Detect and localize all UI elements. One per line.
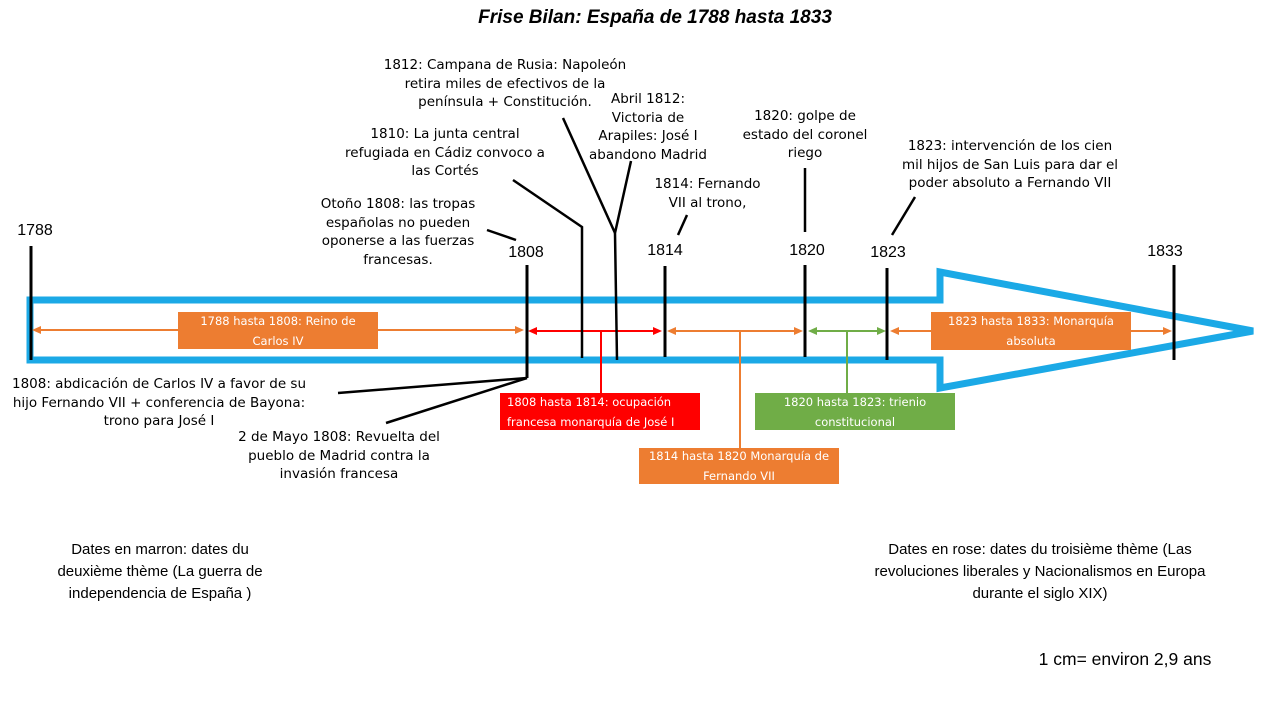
scale-note: 1 cm= environ 2,9 ans	[1038, 649, 1212, 669]
leader-otono-1808	[486, 228, 517, 242]
leader-rusia-1812	[561, 117, 617, 234]
year-label-1808: 1808	[508, 244, 544, 261]
page-title: Frise Bilan: España de 1788 hasta 1833	[478, 7, 832, 28]
note-rose: Dates en rose: dates du troisième thème …	[874, 541, 1206, 602]
leader-arapiles-1812	[613, 160, 633, 361]
leader-mayo-1808	[385, 376, 528, 425]
year-label-1833: 1833	[1147, 243, 1183, 260]
year-label-1820: 1820	[789, 242, 825, 259]
year-label-1788: 1788	[17, 222, 53, 239]
leader-junta-1810	[512, 178, 584, 358]
span-1814-1820	[667, 327, 803, 335]
leader-san-luis-1823	[890, 196, 917, 236]
timeline-arrow	[26, 267, 1254, 393]
leader-fernando-1814	[676, 214, 689, 236]
event-abdicacion-1808: 1808: abdicación de Carlos IV a favor de…	[11, 376, 307, 429]
span-1808-1814	[528, 327, 662, 335]
leader-abdicacion-1808	[337, 376, 528, 395]
year-label-1823: 1823	[870, 244, 906, 261]
year-label-1814: 1814	[647, 242, 683, 259]
